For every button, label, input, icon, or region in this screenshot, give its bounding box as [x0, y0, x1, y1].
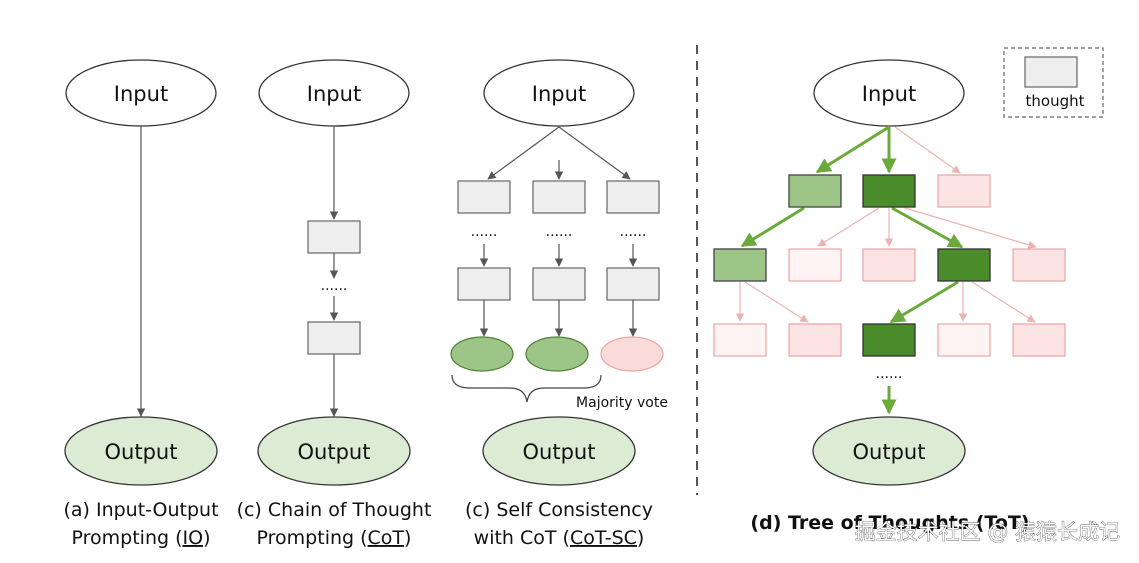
tot-arrow-l1b-l2d [891, 206, 964, 249]
tot-arrow-l2d-l3e [971, 281, 1036, 323]
tot-thought-l2d [937, 248, 991, 282]
cot-caption-suffix: ) [404, 527, 411, 549]
io-input-label: Input [114, 82, 168, 106]
tot-thought-l3b [788, 323, 842, 357]
io-output-node [64, 416, 218, 486]
cot-output-node [257, 416, 411, 486]
tot-arrow-l1a-l2a [740, 206, 805, 248]
tot-thought-l3e [1012, 323, 1066, 357]
sc-majority-brace [451, 374, 602, 403]
tot-thought-l3c [862, 323, 916, 357]
sc-thought-c1 [606, 180, 660, 214]
cot-thought-1 [307, 220, 361, 254]
tot-thought-l3d [937, 323, 991, 357]
tot-output-label: Output [853, 440, 926, 464]
sc-dots-a: ...... [471, 224, 498, 240]
tot-arrow-l1b-l2b [817, 207, 880, 247]
cot-panel: Input ...... Output (c) Chain of Thought… [237, 59, 432, 549]
cot-dots: ...... [321, 278, 348, 294]
sc-arrow-input-left [487, 126, 560, 180]
watermark-text: 掘金技术社区 @ 猿猿长成记 [855, 520, 1120, 544]
sc-thought-c2 [606, 267, 660, 301]
sc-caption-line1: (c) Self Consistency [465, 499, 653, 521]
io-caption-line1: (a) Input-Output [63, 499, 218, 521]
cot-caption-link[interactable]: CoT [368, 527, 405, 549]
sc-answer-a [450, 336, 514, 372]
tot-thought-l2a [713, 248, 767, 282]
tot-thought-l2e [1012, 248, 1066, 282]
tot-arrow-l2a-l3b [744, 281, 809, 323]
sc-input-label: Input [532, 82, 586, 106]
tot-arrow-l1b-l2e [904, 207, 1037, 249]
tot-thought-l1c [937, 174, 991, 208]
tot-panel: thought Input [713, 47, 1104, 534]
sc-input-node [483, 59, 635, 127]
tot-thought-l2b [788, 248, 842, 282]
io-panel: Input Output (a) Input-Output Prompting … [63, 59, 219, 549]
sc-arrow-input-right [558, 126, 631, 180]
sc-panel: Input ...... ...... ...... Majority vote… [450, 59, 668, 549]
cot-output-label: Output [298, 440, 371, 464]
sc-dots-b: ...... [546, 224, 573, 240]
sc-answer-b [525, 336, 589, 372]
io-caption-suffix: ) [203, 527, 210, 549]
sc-thought-b2 [532, 267, 586, 301]
tot-input-node [813, 59, 965, 127]
io-output-label: Output [105, 440, 178, 464]
cot-caption-line1: (c) Chain of Thought [237, 499, 432, 521]
sc-answer-c [600, 336, 664, 372]
tot-input-label: Input [862, 82, 916, 106]
tot-arrow-input-l1a [815, 125, 890, 174]
cot-thought-2 [307, 321, 361, 355]
tot-arrow-input-l1c [894, 126, 961, 174]
sc-dots-c: ...... [620, 224, 647, 240]
cot-caption-prefix: Prompting ( [257, 527, 368, 549]
tot-arrow-l2d-l3c [889, 280, 959, 324]
cot-caption-line2: Prompting (CoT) [257, 527, 412, 549]
sc-majority-vote-label: Majority vote [576, 395, 668, 411]
sc-thought-a1 [457, 180, 511, 214]
sc-output-label: Output [523, 440, 596, 464]
io-caption-prefix: Prompting ( [72, 527, 183, 549]
tot-green-arrows [740, 125, 964, 415]
sc-thought-b1 [532, 180, 586, 214]
tot-thought-l1a [788, 174, 842, 208]
tot-caption: (d) Tree of Thoughts (ToT) [750, 512, 1029, 534]
sc-thought-a2 [457, 267, 511, 301]
cot-input-label: Input [307, 82, 361, 106]
sc-caption-suffix: ) [637, 527, 644, 549]
sc-output-node [482, 416, 636, 486]
sc-caption-prefix: with CoT ( [474, 527, 570, 549]
io-caption-line2: Prompting (IO) [72, 527, 211, 549]
tot-thought-l2c [862, 248, 916, 282]
tot-dots: ...... [876, 366, 903, 382]
tot-thought-l1b [862, 174, 916, 208]
tot-pink-arrows [735, 126, 1037, 323]
tot-thought-l3a [713, 323, 767, 357]
tot-output-node [812, 416, 966, 486]
sc-caption-link[interactable]: CoT-SC [570, 527, 637, 549]
legend-thought-swatch [1024, 56, 1078, 88]
io-caption-link[interactable]: IO [183, 527, 204, 549]
legend-thought-label: thought [1026, 92, 1085, 110]
sc-caption-line2: with CoT (CoT-SC) [474, 527, 645, 549]
